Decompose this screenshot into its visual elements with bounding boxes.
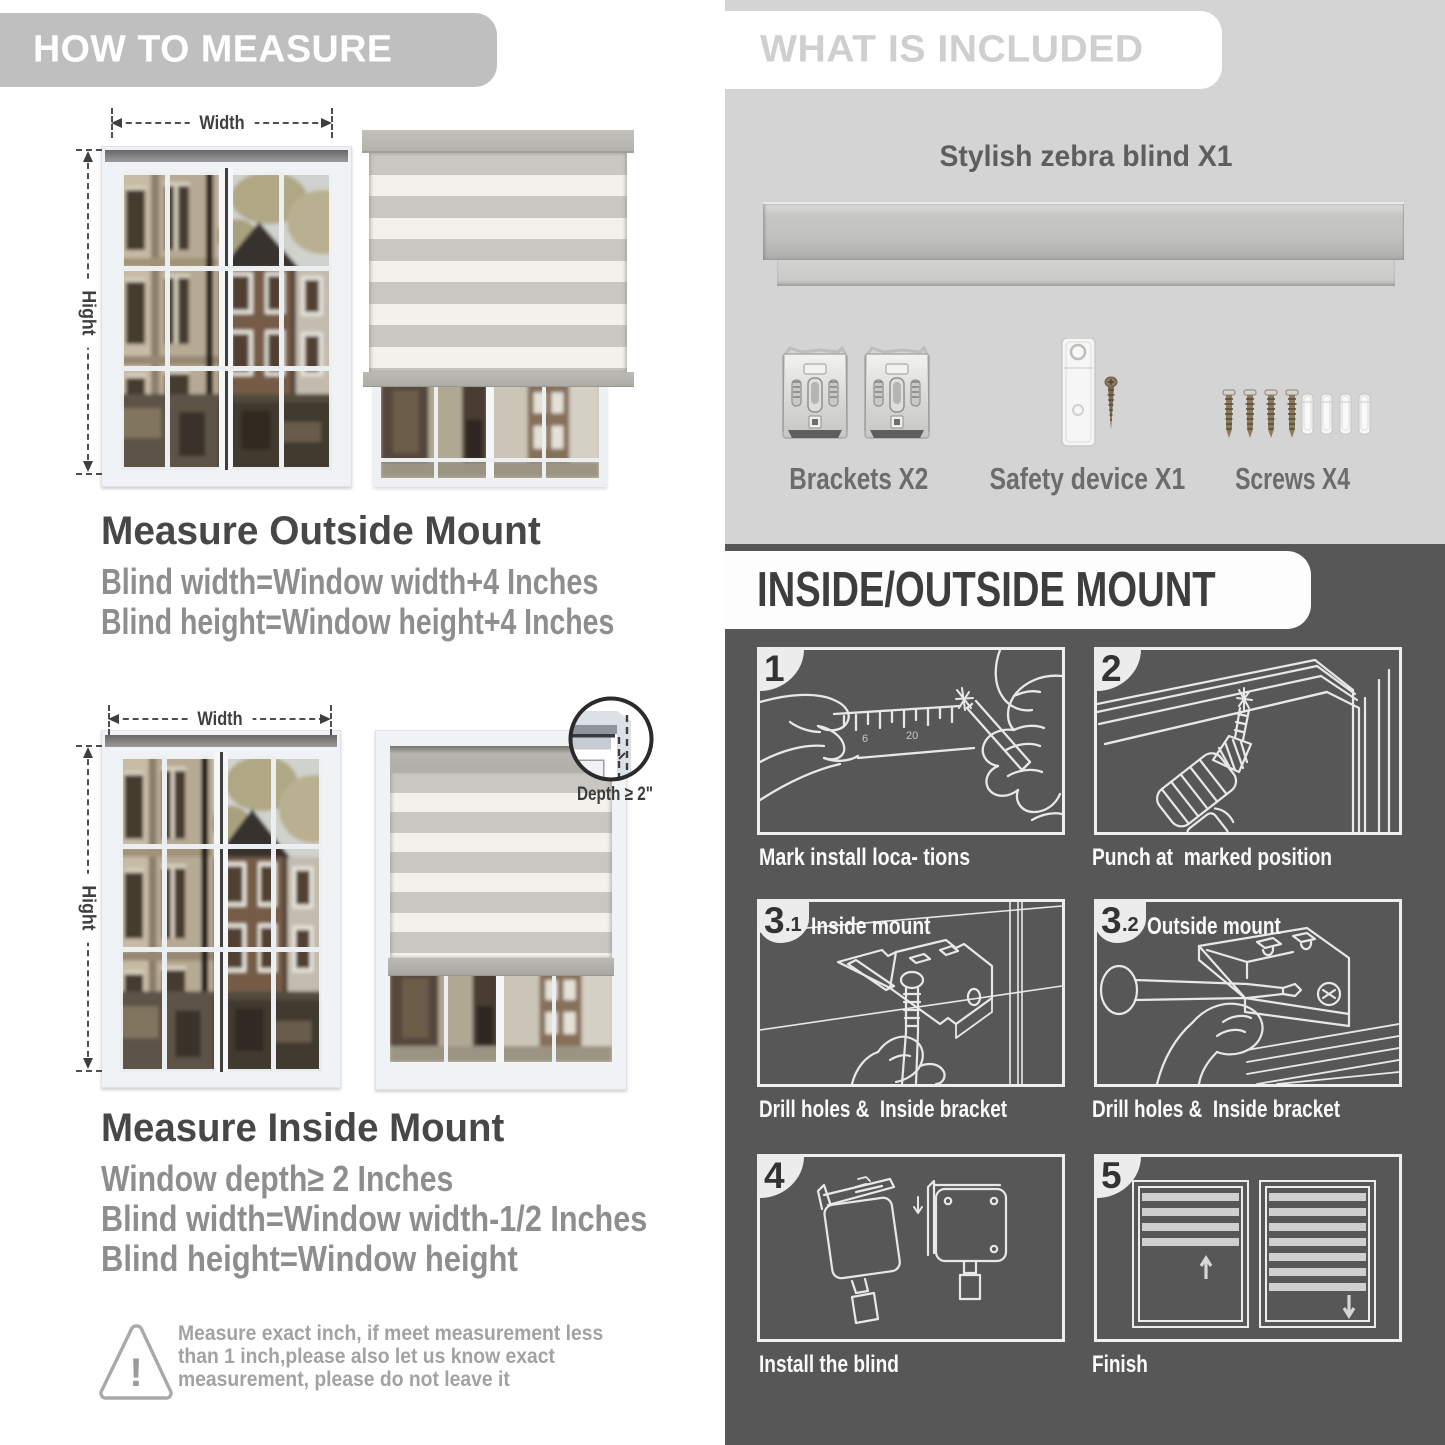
svg-text:6: 6 — [862, 733, 868, 745]
svg-text:!: ! — [129, 1351, 142, 1395]
svg-text:20: 20 — [906, 730, 918, 742]
